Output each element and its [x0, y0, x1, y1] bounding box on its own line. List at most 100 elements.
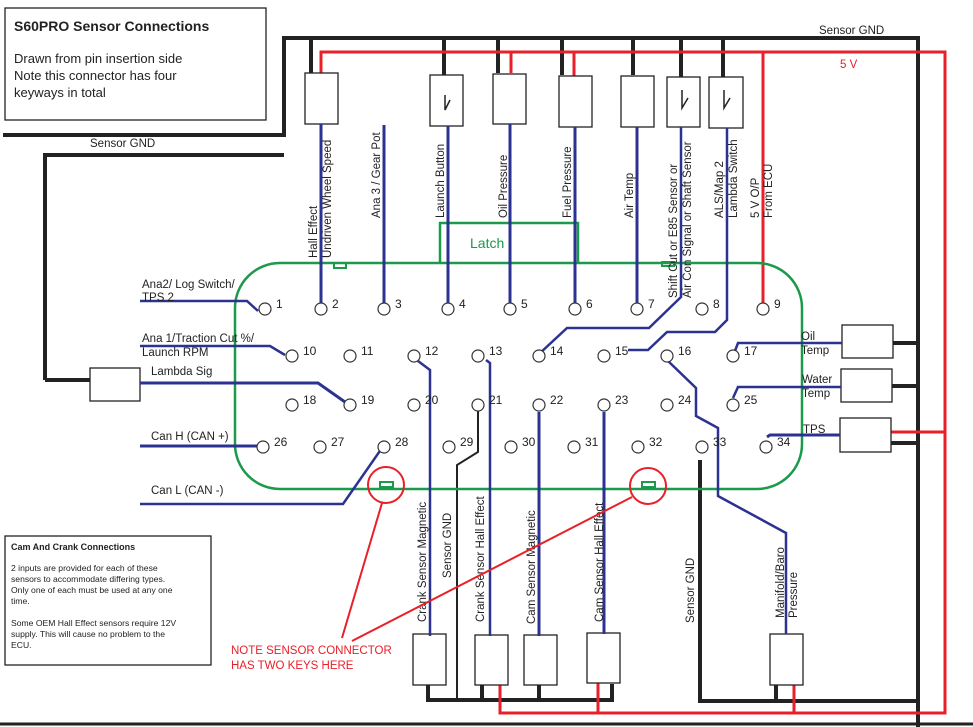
pin-16 [660, 349, 674, 363]
cam-crank-title: Cam And Crank Connections [11, 542, 135, 552]
pin-number-2: 2 [332, 297, 339, 311]
supply-5v-rails [319, 50, 947, 715]
pin-number-22: 22 [550, 393, 564, 407]
pin-10 [285, 349, 299, 363]
pin-6 [568, 302, 582, 316]
lambda-sensor-box [89, 367, 141, 402]
label-shift-cut: Shift Cut or E85 Sensor or [668, 164, 680, 298]
label-oil-pressure: Oil Pressure [498, 155, 510, 218]
label-sensor-gnd-a: Sensor GND [442, 513, 454, 578]
sensor-gnd-label-left: Sensor GND [90, 138, 155, 150]
sensor-gnd-label-top: Sensor GND [819, 25, 884, 37]
title-note-3: keyways in total [14, 85, 106, 100]
pin-27 [313, 440, 327, 454]
pin-number-28: 28 [395, 435, 409, 449]
pin-3 [377, 302, 391, 316]
label-air-temp: Air Temp [624, 173, 636, 218]
pin-19 [343, 398, 357, 412]
pin-number-7: 7 [648, 297, 655, 311]
shift-cut-switch [666, 76, 701, 128]
pin-number-21: 21 [489, 393, 503, 407]
cam-crank-text: 2 inputs are provided for each of these [11, 563, 158, 573]
pin-28 [377, 440, 391, 454]
cam-crank-text: ECU. [11, 640, 32, 650]
key-highlight-circle [367, 466, 405, 504]
label-cam-magnetic: Cam Sensor Magnetic [526, 510, 538, 624]
pin-23 [597, 398, 611, 412]
label-cam-hall: Cam Sensor Hall Effect [594, 502, 606, 622]
pin-number-10: 10 [303, 344, 317, 358]
label-undriven-wheel-speed: Undriven Wheel Speed [322, 140, 334, 258]
label-can-l: Can L (CAN -) [151, 485, 224, 497]
cam-crank-text: time. [11, 596, 30, 606]
label-water: Water [802, 374, 832, 386]
key-highlight-circle [629, 467, 667, 505]
label-sensor-gnd-b: Sensor GND [685, 558, 697, 623]
diagram-title: S60PRO Sensor Connections [14, 18, 209, 34]
keyway [379, 481, 394, 488]
label-from-ecu: From ECU [763, 164, 775, 218]
pin-number-31: 31 [585, 435, 599, 449]
right-labels: Oil Temp Water Temp TPS [801, 331, 832, 436]
pin-11 [343, 349, 357, 363]
label-fuel-pressure: Fuel Pressure [562, 146, 574, 218]
cam-crank-text: Only one of each must be used at any one [11, 585, 173, 595]
pin-15 [597, 349, 611, 363]
label-launch-rpm: Launch RPM [142, 347, 208, 359]
title-note-2: Note this connector has four [14, 68, 177, 83]
label-water-temp: Temp [802, 388, 830, 400]
signal-wires [140, 124, 842, 636]
key-note-line2: HAS TWO KEYS HERE [231, 660, 354, 672]
pin-14 [532, 349, 546, 363]
pin-9 [756, 302, 770, 316]
pin-34 [759, 440, 773, 454]
5v-label: 5 V [840, 59, 858, 71]
pin-29 [442, 440, 456, 454]
pin-4 [441, 302, 455, 316]
pin-24 [660, 398, 674, 412]
pin-21 [471, 398, 485, 412]
oil-temp-sensor-box [841, 324, 894, 359]
key-note-line1: NOTE SENSOR CONNECTOR [231, 645, 392, 657]
keyway [661, 261, 675, 267]
label-crank-magnetic: Crank Sensor Magnetic [417, 502, 429, 622]
pin-number-1: 1 [276, 297, 283, 311]
connector-outline: Latch [233, 221, 804, 491]
pin-number-24: 24 [678, 393, 692, 407]
pin-number-16: 16 [678, 344, 692, 358]
label-crank-hall: Crank Sensor Hall Effect [475, 495, 487, 622]
switch-icon [444, 95, 451, 111]
cam-magnetic-sensor-box [523, 634, 558, 686]
crank-hall-sensor-box [474, 634, 509, 686]
label-ana3-gear-pot: Ana 3 / Gear Pot [371, 132, 383, 218]
pin-number-27: 27 [331, 435, 345, 449]
label-ana2: Ana2/ Log Switch/ [142, 279, 236, 291]
label-tps2: TPS 2 [142, 292, 174, 304]
label-manifold-baro: Manifold/Baro [775, 547, 787, 618]
pin-number-20: 20 [425, 393, 439, 407]
bottom-labels: Crank Sensor Magnetic Sensor GND Crank S… [417, 495, 800, 624]
pin-32 [631, 440, 645, 454]
als-lambda-switch [708, 76, 744, 129]
label-oil: Oil [801, 331, 815, 343]
pin-number-18: 18 [303, 393, 317, 407]
label-launch-button: Launch Button [435, 144, 447, 218]
pin-25 [726, 398, 740, 412]
pin-number-4: 4 [459, 297, 466, 311]
pin-number-9: 9 [774, 297, 781, 311]
pin-number-14: 14 [550, 344, 564, 358]
keyway [641, 481, 656, 488]
label-can-h: Can H (CAN +) [151, 431, 229, 443]
switch-icon [681, 90, 689, 111]
tps-sensor-box [839, 417, 892, 453]
pin-number-30: 30 [522, 435, 536, 449]
label-als-map2: ALS/Map 2 [714, 161, 726, 218]
pin-number-15: 15 [615, 344, 629, 358]
left-labels: Ana2/ Log Switch/ TPS 2 Ana 1/Traction C… [142, 279, 255, 497]
top-labels: Hall Effect Undriven Wheel Speed Ana 3 /… [308, 132, 775, 298]
water-temp-sensor-box [840, 368, 893, 403]
cam-crank-text: Some OEM Hall Effect sensors require 12V [11, 618, 176, 628]
pin-number-32: 32 [649, 435, 663, 449]
pin-1 [258, 302, 272, 316]
